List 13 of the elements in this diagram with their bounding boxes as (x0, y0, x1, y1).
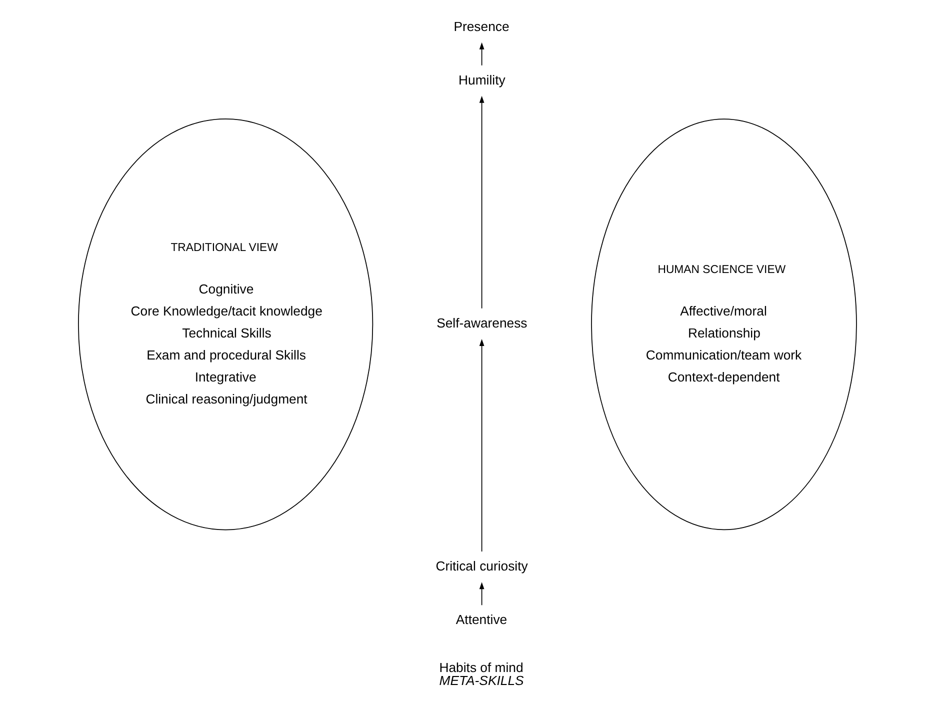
arrow (478, 339, 484, 552)
node-text: Critical curiosity (435, 558, 528, 574)
arrow (478, 582, 484, 606)
label: Habits of mind (438, 660, 523, 675)
node-text: Attentive (455, 612, 507, 628)
arrow (478, 42, 484, 66)
node-text: Self-awareness (436, 315, 527, 330)
arrow (478, 96, 484, 309)
label: META-SKILLS (438, 673, 524, 688)
node-ellipse: TRADITIONAL VIEW Cognitive Core Knowledge/tacit knowledge Technical Skills Exam and procedural Skills Integrative Clinical reasoning/judgment (78, 118, 373, 530)
node-ellipse: HUMAN SCIENCE VIEW Affective/moral Relationship Communication/team work Context-dependent (590, 118, 856, 530)
node-text: Presence (453, 18, 509, 34)
node-text: Humility (458, 72, 505, 88)
